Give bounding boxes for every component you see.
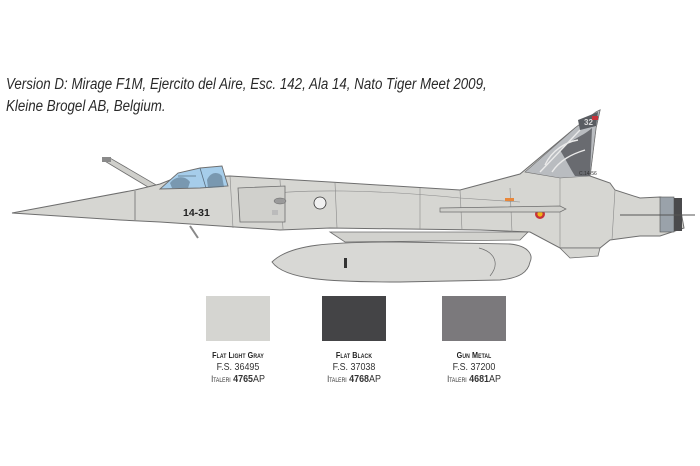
fuel-tank [271, 241, 532, 283]
aircraft-profile: 32 C.14-56 14-31 [11, 109, 695, 283]
paint-name: Flat Black [335, 350, 373, 360]
version-caption: Version D: Mirage F1M, Ejercito del Aire… [6, 74, 487, 118]
caption-line-1: Version D: Mirage F1M, Ejercito del Aire… [6, 76, 487, 93]
italeri-code: Italeri 4768AP [327, 373, 381, 385]
fs-code: F.S. 37200 [452, 361, 496, 373]
fs-code: F.S. 36495 [216, 361, 260, 373]
swatch-flat-black: Flat Black F.S. 37038 Italeri 4768AP [299, 296, 409, 385]
fs-code: F.S. 37038 [332, 361, 376, 373]
italeri-code: Italeri 4765AP [211, 373, 265, 385]
nose-code: 14-31 [183, 207, 210, 219]
squadron-badge [313, 196, 327, 210]
refuel-probe [102, 157, 159, 191]
italeri-code: Italeri 4681AP [447, 373, 501, 385]
wingtip-missile [439, 205, 567, 213]
color-chip [442, 296, 506, 341]
swatch-flat-light-gray: Flat Light Gray F.S. 36495 Italeri 4765A… [183, 296, 293, 385]
caption-line-2: Kleine Brogel AB, Belgium. [6, 98, 166, 115]
color-chip [206, 296, 270, 341]
fin-number: 32 [584, 118, 593, 127]
paint-name: Flat Light Gray [212, 350, 264, 360]
swatch-gun-metal: Gun Metal F.S. 37200 Italeri 4681AP [419, 296, 529, 385]
tail-code: C.14-56 [579, 171, 597, 177]
paint-name: Gun Metal [456, 350, 492, 360]
color-chip [322, 296, 386, 341]
